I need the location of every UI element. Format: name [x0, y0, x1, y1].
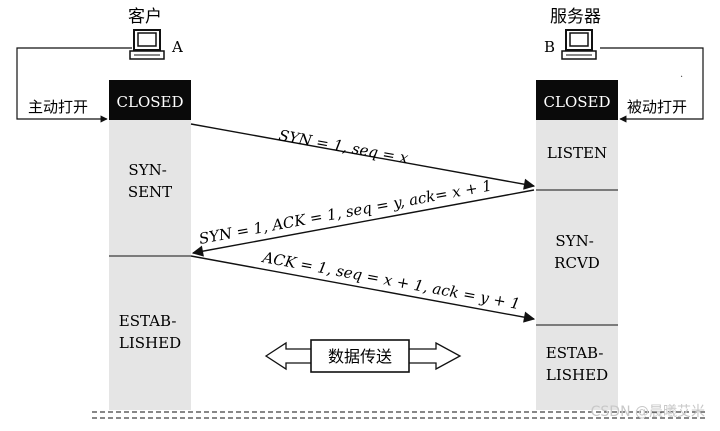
client-state-established-line2: LISHED	[119, 334, 181, 352]
server-state-established: ESTAB- LISHED	[546, 344, 608, 384]
ack-arrow	[190, 255, 536, 323]
server-state-synrcvd-line2: RCVD	[554, 254, 600, 272]
server-state-synrcvd: SYN- RCVD	[554, 232, 600, 272]
server-state-closed: CLOSED	[544, 93, 611, 111]
server-state-established-line1: ESTAB-	[546, 344, 604, 362]
server-state-listen: LISTEN	[547, 144, 607, 162]
watermark: CSDN @晨曦艾米	[591, 404, 705, 420]
client-title: 客户	[128, 7, 162, 27]
tick-mark: ·	[680, 72, 683, 83]
server-state-column	[536, 120, 618, 410]
client-state-synsent-line1: SYN-	[128, 161, 166, 179]
client-state-synsent: SYN- SENT	[128, 161, 172, 201]
client-state-column	[109, 120, 191, 410]
syn-ack-label: SYN = 1, ACK = 1, seq = y, ack= x + 1	[197, 177, 493, 248]
active-open-label: 主动打开	[28, 98, 88, 116]
passive-open-label: 被动打开	[627, 98, 687, 116]
server-title: 服务器	[550, 7, 601, 27]
syn-label: SYN = 1, seq = x	[277, 126, 410, 167]
passive-open-arrow	[600, 47, 704, 123]
server-state-closed-box	[536, 80, 618, 120]
client-state-closed: CLOSED	[117, 93, 184, 111]
client-state-closed-box	[109, 80, 191, 120]
data-transfer-label: 数据传送	[328, 347, 392, 366]
server-state-synrcvd-line1: SYN-	[555, 232, 593, 250]
computer-icon	[129, 29, 165, 60]
client-host-label: A	[171, 38, 183, 56]
client-state-established-line1: ESTAB-	[119, 312, 177, 330]
ack-label: ACK = 1, seq = x + 1, ack = y + 1	[259, 248, 521, 313]
computer-icon	[561, 29, 597, 60]
client-state-synsent-line2: SENT	[128, 183, 172, 201]
client-state-established: ESTAB- LISHED	[119, 312, 181, 352]
syn-arrow	[190, 123, 536, 190]
syn-ack-arrow	[191, 189, 535, 257]
active-open-arrow	[16, 47, 132, 123]
data-transfer-arrow	[264, 339, 462, 373]
server-host-label: B	[544, 38, 555, 56]
server-state-established-line2: LISHED	[546, 366, 608, 384]
